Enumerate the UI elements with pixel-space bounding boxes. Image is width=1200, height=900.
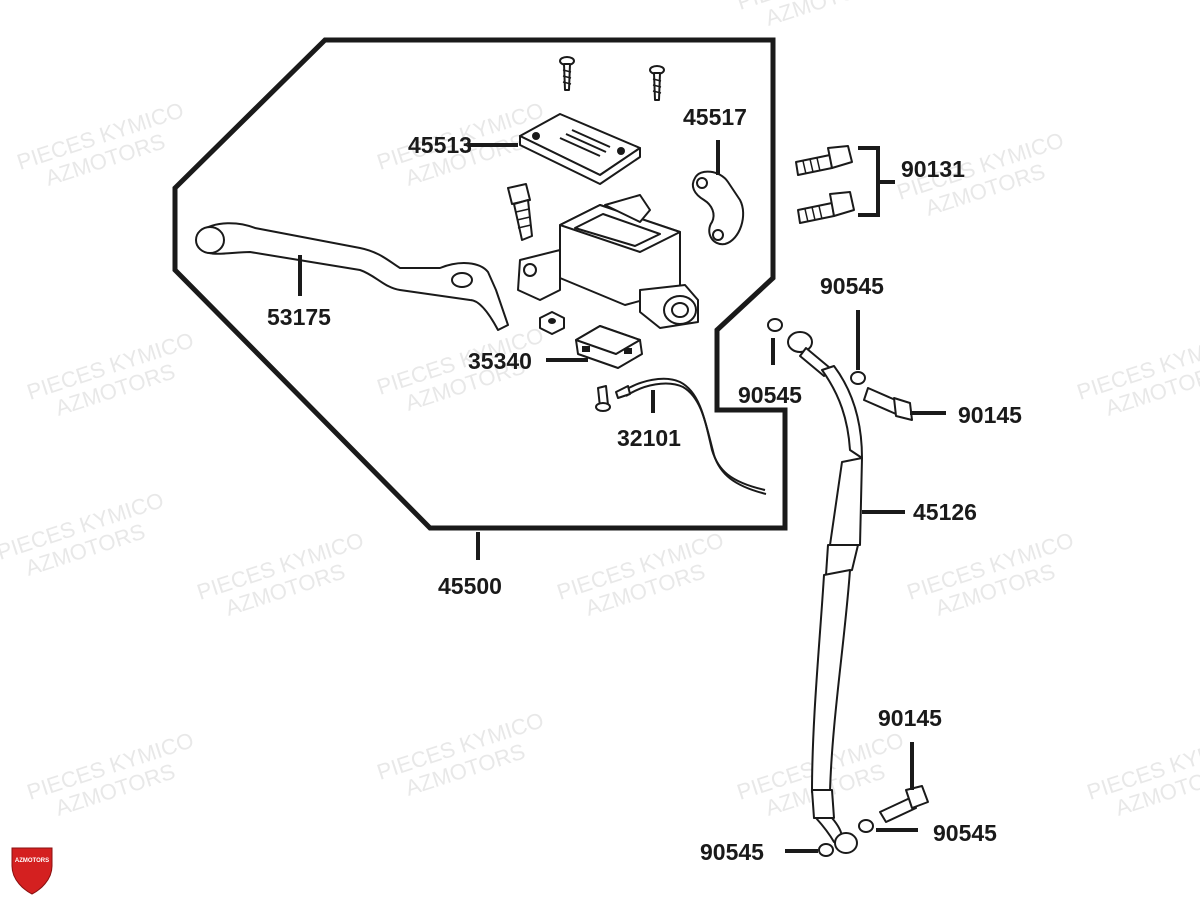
part-label-35340: 35340 [468, 348, 532, 374]
screw-right [649, 65, 665, 101]
part-label-90131: 90131 [901, 156, 965, 182]
screw-left [559, 56, 575, 91]
part-label-45517: 45517 [683, 104, 747, 130]
banjo-bolt-upper-drawing [863, 387, 913, 421]
watermark-line2: AZMOTORS [762, 0, 888, 31]
lower-washer-right-shape [858, 819, 874, 833]
holder-clamp-drawing [691, 170, 745, 246]
lower-washer-left-shape [818, 843, 834, 857]
assembly-frame [172, 37, 788, 531]
clamp-bolt-lower [797, 191, 855, 224]
part-label-90545-upper-right: 90545 [820, 273, 884, 299]
brake-hose-drawing [767, 318, 874, 857]
upper-washer-right-shape [850, 371, 866, 385]
stop-switch-drawing [575, 325, 643, 369]
part-label-90545-upper-left: 90545 [738, 382, 802, 408]
lever-nut [539, 311, 565, 335]
part-label-53175: 53175 [267, 304, 331, 330]
part-label-90145-upper: 90145 [958, 402, 1022, 428]
part-label-45126: 45126 [913, 499, 977, 525]
brake-lever-drawing [195, 222, 509, 331]
clamp-bolt-upper [795, 145, 853, 176]
switch-wire-drawing [595, 377, 767, 495]
azmotors-logo: AZMOTORS [11, 847, 53, 895]
part-label-45513: 45513 [408, 132, 472, 158]
leader-lines [298, 140, 946, 853]
part-label-90145-lower: 90145 [878, 705, 942, 731]
upper-washer-left-shape [767, 318, 783, 332]
banjo-bolt-lower-drawing [879, 785, 929, 823]
part-label-45500: 45500 [438, 573, 502, 599]
master-cylinder-body [517, 194, 699, 329]
logo-text: AZMOTORS [15, 858, 49, 864]
reservoir-cap-drawing [519, 113, 641, 185]
pivot-bolt [507, 183, 533, 241]
part-label-90545-lower-right: 90545 [933, 820, 997, 846]
part-label-90545-lower-left: 90545 [700, 839, 764, 865]
part-label-32101: 32101 [617, 425, 681, 451]
